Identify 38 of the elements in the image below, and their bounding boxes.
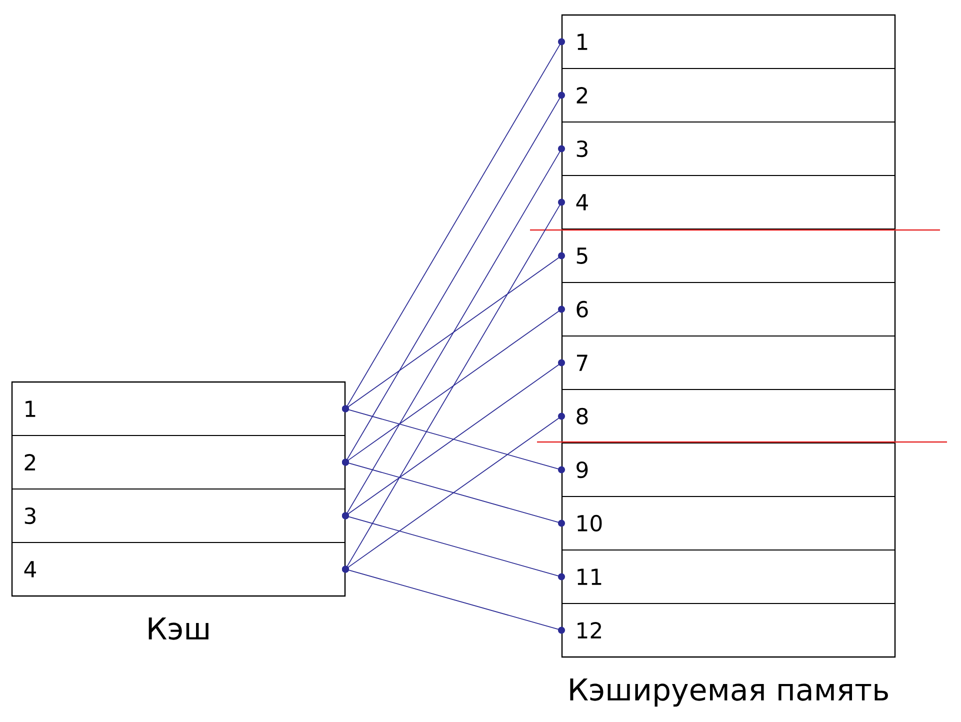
table-row	[12, 488, 346, 544]
table-row	[562, 550, 896, 604]
table-row	[562, 336, 896, 390]
block-title: Кэш	[148, 618, 208, 640]
connector-line	[342, 512, 565, 580]
table-row	[562, 496, 896, 550]
table-row	[12, 542, 346, 596]
row-number: 3	[24, 507, 36, 524]
row-number: 10	[578, 514, 602, 532]
row-number: 4	[576, 194, 588, 210]
table-row	[562, 602, 896, 658]
row-number: 8	[576, 408, 588, 425]
row-number: 3	[576, 140, 588, 158]
table-row	[12, 382, 346, 436]
row-number: 2	[24, 454, 35, 470]
row-number: 1	[578, 34, 588, 50]
table-row	[12, 434, 346, 490]
block-title: Кэшируемая память	[570, 678, 888, 707]
row-number: 6	[576, 300, 588, 318]
table-row	[562, 174, 896, 230]
table-row	[562, 442, 896, 498]
table-row	[562, 68, 896, 122]
row-number: 4	[24, 561, 36, 578]
row-number: 12	[578, 622, 601, 638]
row-number: 5	[576, 248, 588, 264]
row-number: 1	[26, 400, 36, 417]
table-row	[562, 122, 896, 176]
table-row	[562, 388, 896, 444]
row-number: 9	[576, 461, 588, 478]
row-number: 11	[578, 568, 602, 585]
row-number: 2	[576, 87, 587, 104]
table-row	[562, 228, 896, 284]
table-row	[562, 282, 896, 336]
connector-line	[342, 458, 565, 527]
connector-line	[342, 566, 565, 634]
table-row	[562, 14, 896, 70]
row-number: 7	[577, 354, 588, 371]
connector-line	[342, 405, 565, 474]
